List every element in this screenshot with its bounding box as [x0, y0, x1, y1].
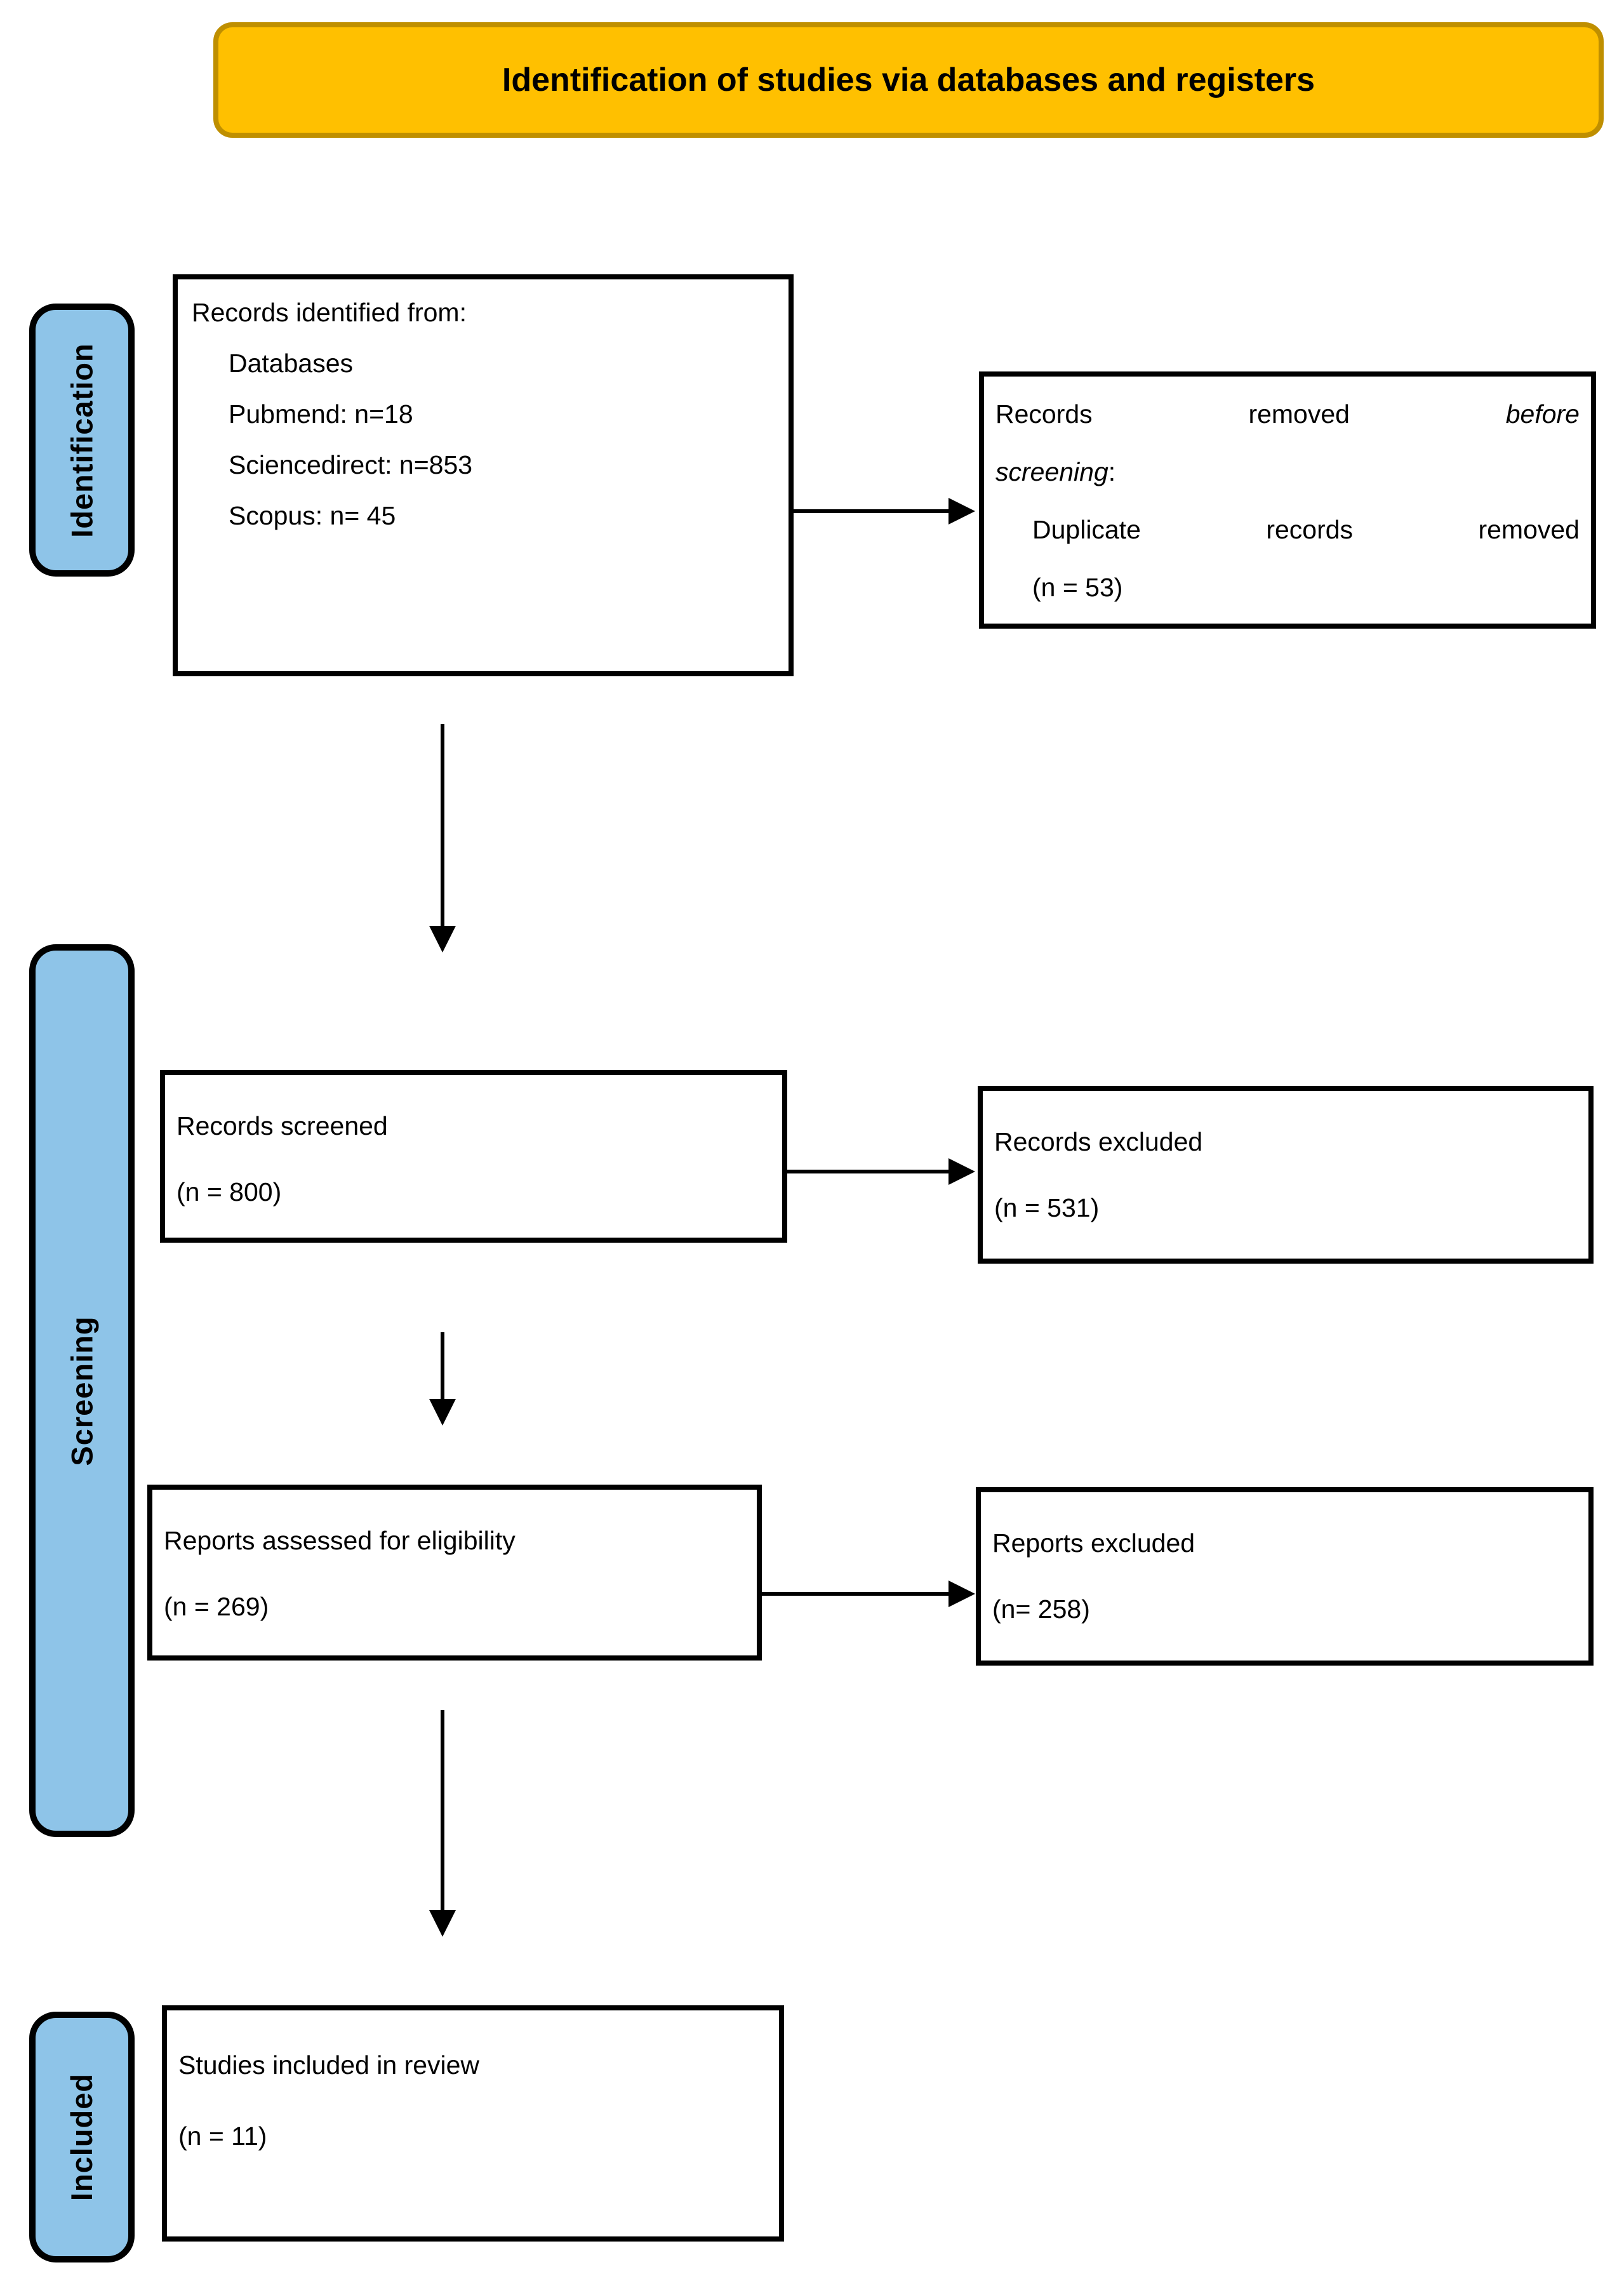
box-reports-assessed: Reports assessed for eligibility (n = 26… — [147, 1485, 762, 1661]
arrowhead-right-icon — [948, 1581, 975, 1607]
duplicate-word: removed — [1478, 515, 1580, 544]
sidebar-identification-label: Identification — [65, 342, 99, 538]
arrow-line — [441, 724, 444, 928]
duplicate-word: records — [1266, 515, 1354, 544]
records-excluded-label: Records excluded — [994, 1127, 1203, 1156]
arrowhead-down-icon — [429, 926, 456, 952]
records-removed-word-italic: before — [1505, 399, 1580, 429]
header-title: Identification of studies via databases … — [502, 62, 1315, 98]
records-removed-word: removed — [1248, 399, 1350, 429]
sidebar-included: Included — [29, 2012, 135, 2262]
records-removed-screening-italic: screening — [995, 457, 1108, 486]
records-removed-colon: : — [1108, 457, 1116, 486]
reports-excluded-label: Reports excluded — [992, 1528, 1195, 1558]
box-records-excluded: Records excluded (n = 531) — [978, 1086, 1594, 1264]
studies-included-label: Studies included in review — [178, 2050, 480, 2080]
records-screened-label: Records screened — [176, 1111, 388, 1140]
records-screened-count: (n = 800) — [176, 1177, 282, 1206]
arrowhead-down-icon — [429, 1399, 456, 1426]
sidebar-screening: Screening — [29, 944, 135, 1837]
records-identified-item-pubmend: Pubmend: n=18 — [229, 399, 413, 429]
arrowhead-right-icon — [948, 1158, 975, 1185]
sidebar-identification: Identification — [29, 304, 135, 577]
reports-excluded-count: (n= 258) — [992, 1594, 1090, 1624]
records-identified-item-sciencedirect: Sciencedirect: n=853 — [229, 450, 473, 479]
duplicate-word: Duplicate — [1032, 515, 1141, 544]
arrow-line — [794, 509, 951, 513]
records-identified-item-scopus: Scopus: n= 45 — [229, 501, 396, 530]
arrow-line — [441, 1710, 444, 1913]
header-banner: Identification of studies via databases … — [213, 22, 1604, 138]
records-removed-word: Records — [995, 399, 1093, 429]
arrowhead-right-icon — [948, 498, 975, 525]
records-identified-item-databases: Databases — [229, 349, 354, 378]
box-records-removed: Records removed before screening: Duplic… — [979, 371, 1596, 629]
records-removed-line1: Records removed before — [995, 385, 1580, 443]
records-removed-count: (n = 53) — [1032, 573, 1123, 602]
arrow-line — [787, 1170, 951, 1173]
arrow-line — [441, 1332, 444, 1401]
box-studies-included: Studies included in review (n = 11) — [162, 2005, 784, 2242]
box-reports-excluded: Reports excluded (n= 258) — [976, 1487, 1594, 1666]
records-identified-title: Records identified from: — [192, 298, 467, 327]
sidebar-screening-label: Screening — [65, 1315, 99, 1466]
reports-assessed-label: Reports assessed for eligibility — [164, 1526, 516, 1555]
box-records-identified: Records identified from: Databases Pubme… — [173, 274, 794, 676]
reports-assessed-count: (n = 269) — [164, 1592, 269, 1621]
records-excluded-count: (n = 531) — [994, 1193, 1100, 1222]
sidebar-included-label: Included — [65, 2073, 99, 2202]
records-removed-line2: screening: — [995, 443, 1580, 501]
studies-included-count: (n = 11) — [178, 2122, 267, 2151]
arrowhead-down-icon — [429, 1910, 456, 1937]
arrow-line — [762, 1592, 951, 1596]
box-records-screened: Records screened (n = 800) — [160, 1070, 787, 1243]
records-removed-line3: Duplicate records removed — [1032, 501, 1580, 559]
